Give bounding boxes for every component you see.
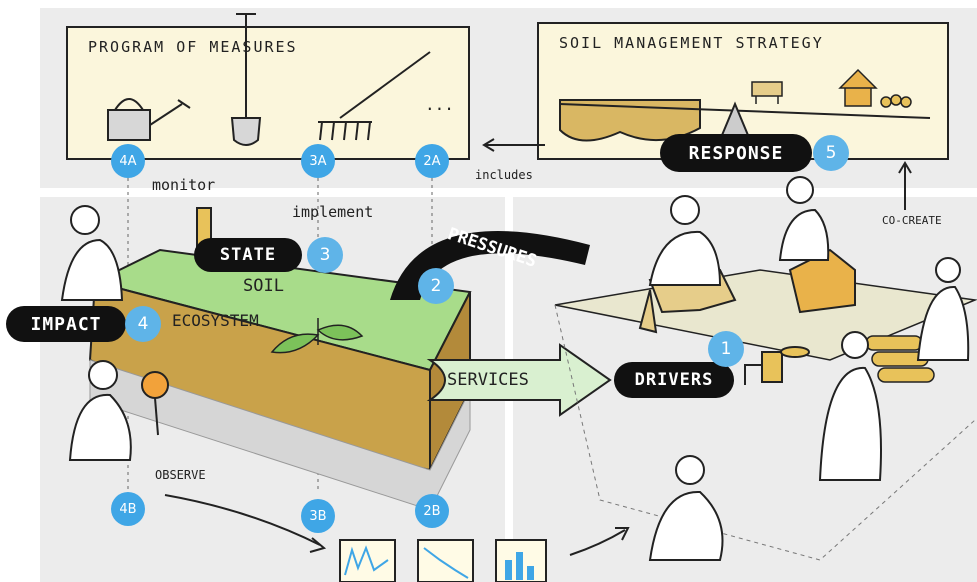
state-pill: STATE [194, 238, 302, 272]
monitor-label: monitor [152, 176, 216, 194]
step-4b: 4B [111, 492, 145, 526]
soil-block [88, 248, 472, 511]
implement-label: implement [292, 203, 374, 221]
rake-icon [318, 51, 431, 141]
step-3a: 3A [301, 144, 335, 178]
pressures-number: 2 [418, 268, 454, 304]
seesaw-icon [559, 99, 931, 142]
strategy-title: SOIL MANAGEMENT STRATEGY [559, 34, 824, 52]
observe-label: OBSERVE [155, 468, 206, 482]
response-number: 5 [813, 135, 849, 171]
response-pill: RESPONSE [660, 134, 812, 172]
impact-pill: IMPACT [6, 306, 126, 342]
co-create-label: CO-CREATE [882, 214, 942, 227]
pressures-arrow [390, 231, 590, 300]
ecosystem-label: ECOSYSTEM [172, 311, 259, 330]
includes-label: includes [475, 168, 533, 182]
program-title: PROGRAM OF MEASURES [88, 38, 298, 56]
tap-icon [744, 346, 810, 385]
watering-can-icon [107, 98, 191, 141]
plant-icon [270, 318, 364, 354]
impact-number: 4 [125, 306, 161, 342]
state-number: 3 [307, 237, 343, 273]
step-2b: 2B [415, 494, 449, 528]
services-arrow [426, 343, 612, 417]
services-label: SERVICES [447, 370, 529, 390]
drivers-number: 1 [708, 331, 744, 367]
step-3b: 3B [301, 499, 335, 533]
soil-label: SOIL [243, 276, 284, 296]
magnifier-icon [141, 371, 169, 436]
spade-icon [230, 13, 262, 146]
ellipsis: ... [425, 95, 454, 114]
cow-icon [751, 81, 783, 104]
step-4a: 4A [111, 144, 145, 178]
step-2a: 2A [415, 144, 449, 178]
drivers-pill: DRIVERS [614, 362, 734, 398]
house-icon [838, 68, 878, 107]
